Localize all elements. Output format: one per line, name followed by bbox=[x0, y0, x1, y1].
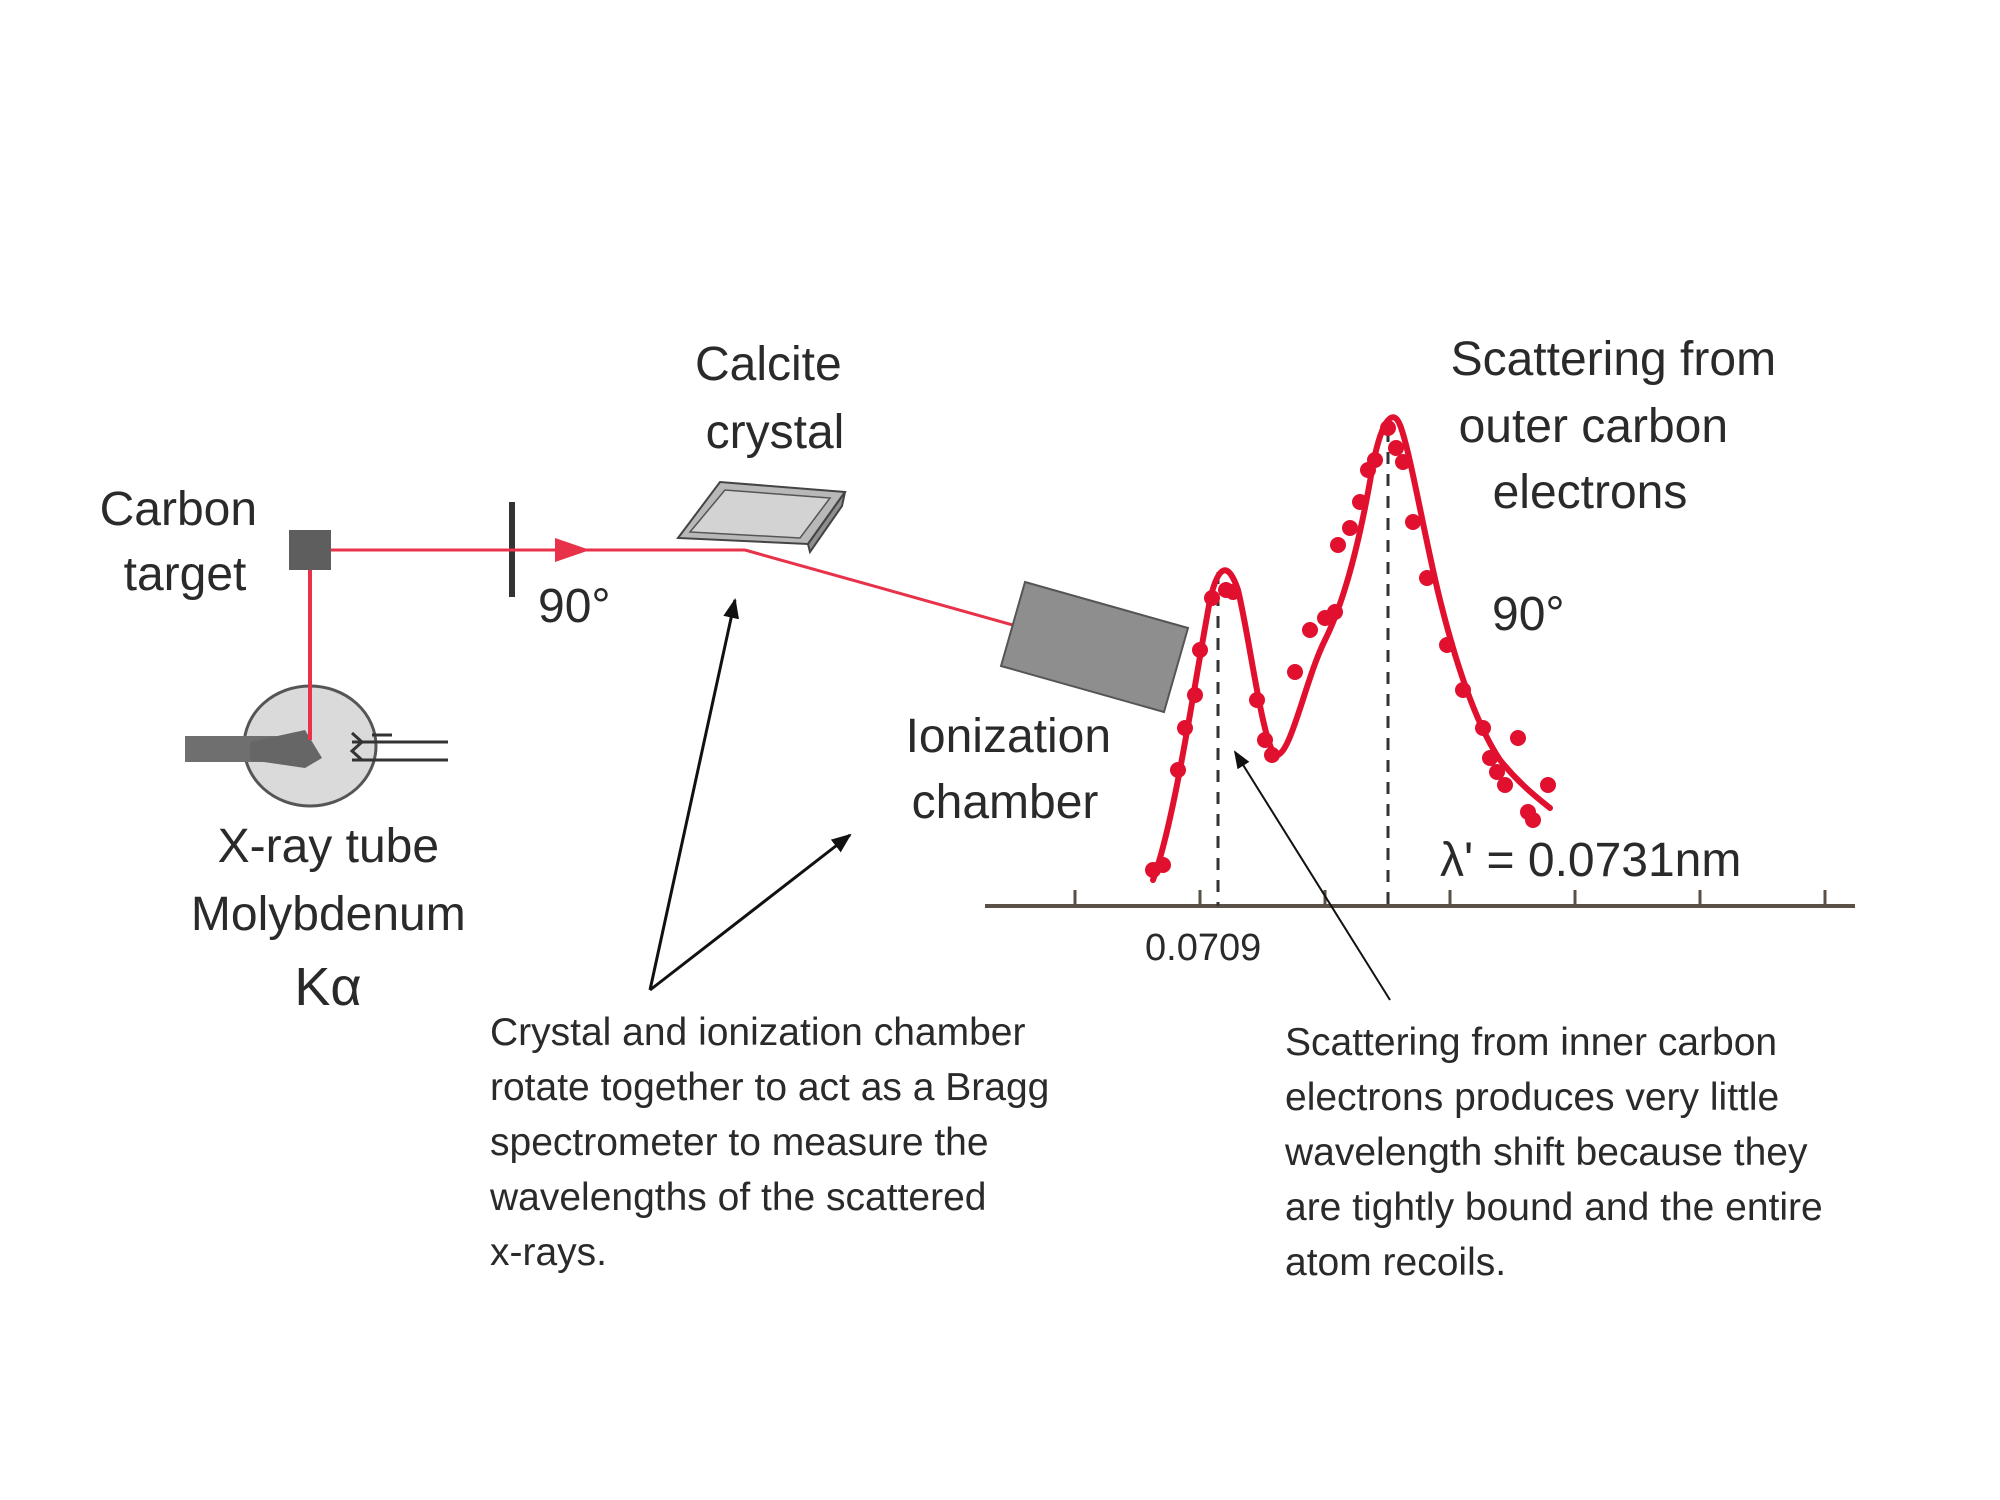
data-point bbox=[1540, 777, 1556, 793]
data-point bbox=[1327, 604, 1343, 620]
spectrum-curve bbox=[1150, 414, 1553, 883]
data-point bbox=[1192, 642, 1208, 658]
data-point bbox=[1497, 777, 1513, 793]
data-point bbox=[1287, 664, 1303, 680]
data-point bbox=[1380, 420, 1396, 436]
data-point bbox=[1475, 720, 1491, 736]
data-point bbox=[1342, 520, 1358, 536]
pointer-arrow-crystal bbox=[648, 598, 739, 991]
calcite-crystal-label: Calcite crystal bbox=[695, 338, 855, 459]
plot-angle-label: 90° bbox=[1492, 588, 1565, 641]
outer-scattering-label: Scattering from outer carbon electrons bbox=[1451, 333, 1790, 519]
data-points bbox=[1145, 420, 1556, 878]
bragg-caption: Crystal and ionization chamber rotate to… bbox=[489, 1011, 1060, 1274]
xray-tube-label: X-ray tube Molybdenum Kα bbox=[191, 820, 479, 1017]
data-point bbox=[1257, 732, 1273, 748]
data-point bbox=[1388, 440, 1404, 456]
xray-tube bbox=[185, 684, 448, 808]
ionization-chamber-label: Ionization chamber bbox=[906, 710, 1125, 829]
data-point bbox=[1302, 622, 1318, 638]
data-point bbox=[1330, 537, 1346, 553]
data-point bbox=[1455, 682, 1471, 698]
data-point bbox=[1482, 750, 1498, 766]
data-point bbox=[1352, 494, 1368, 510]
data-point bbox=[1187, 687, 1203, 703]
data-point bbox=[1405, 514, 1421, 530]
pointer-arrow-chamber bbox=[649, 833, 852, 992]
data-point bbox=[1177, 720, 1193, 736]
ionization-chamber bbox=[999, 580, 1190, 714]
data-point bbox=[1264, 747, 1280, 763]
data-point bbox=[1419, 570, 1435, 586]
spectrum-plot bbox=[985, 414, 1855, 1001]
data-point bbox=[1525, 812, 1541, 828]
lambda-prime-label: λ' = 0.0731nm bbox=[1440, 834, 1741, 887]
pointer-arrow-inner-peak bbox=[1233, 750, 1391, 1001]
beam-arrow-head bbox=[555, 538, 590, 562]
carbon-target-label: Carbon target bbox=[100, 483, 271, 601]
axis-ticks bbox=[1073, 890, 1827, 906]
inner-scattering-caption: Scattering from inner carbon electrons p… bbox=[1284, 1021, 1834, 1284]
data-point bbox=[1204, 590, 1220, 606]
tick-label-0709: 0.0709 bbox=[1145, 927, 1261, 969]
data-point bbox=[1155, 857, 1171, 873]
data-point bbox=[1510, 730, 1526, 746]
beam-angle-label: 90° bbox=[538, 580, 611, 633]
data-point bbox=[1225, 584, 1241, 600]
data-point bbox=[1170, 762, 1186, 778]
carbon-target bbox=[289, 530, 331, 570]
data-point bbox=[1249, 692, 1265, 708]
calcite-crystal bbox=[676, 480, 847, 555]
data-point bbox=[1489, 764, 1505, 780]
data-point bbox=[1367, 452, 1383, 468]
data-point bbox=[1439, 637, 1455, 653]
data-point bbox=[1395, 454, 1411, 470]
